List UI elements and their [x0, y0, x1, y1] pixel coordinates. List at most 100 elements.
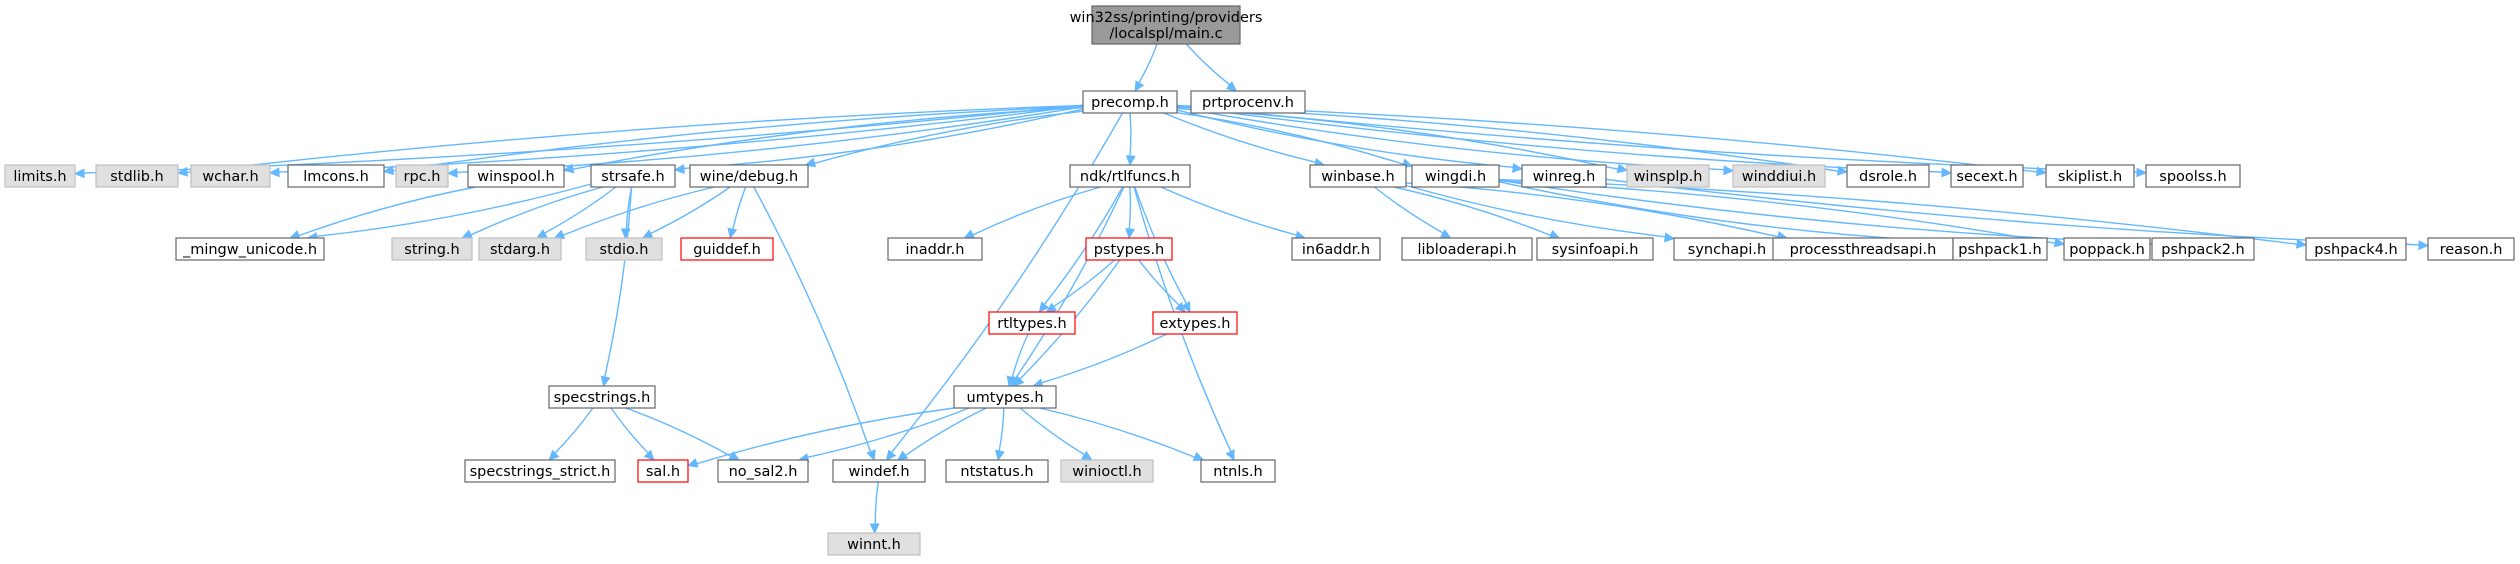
- arrowhead-umtypes-to-windef: [896, 450, 909, 461]
- node-box-ntstatus: [945, 459, 1049, 483]
- node-dsrole[interactable]: dsrole.h: [1846, 164, 1930, 188]
- node-mingw[interactable]: _mingw_unicode.h: [175, 237, 325, 261]
- node-winioctl[interactable]: winioctl.h: [1060, 459, 1154, 483]
- node-label-reason: reason.h: [2440, 242, 2503, 258]
- node-rpc[interactable]: rpc.h: [395, 164, 449, 188]
- node-rtltypes[interactable]: rtltypes.h: [988, 311, 1076, 335]
- node-rtlfuncs[interactable]: ndk/rtlfuncs.h: [1069, 164, 1191, 188]
- arrowhead-precomp-to-lmcons: [382, 165, 395, 176]
- node-label-stdio: stdio.h: [600, 242, 649, 258]
- node-label-limits: limits.h: [13, 169, 66, 185]
- node-box-prtprocenv: [1190, 90, 1306, 114]
- node-precomp[interactable]: precomp.h: [1082, 90, 1178, 114]
- edge-wingdi-to-pshpack4: [1498, 178, 2298, 245]
- node-winspool[interactable]: winspool.h: [467, 164, 565, 188]
- node-label-ntstatus: ntstatus.h: [960, 464, 1033, 480]
- node-winnt[interactable]: winnt.h: [827, 532, 921, 556]
- arrowhead-strsafe-to-stdarg: [535, 229, 548, 239]
- node-box-specstrings: [548, 385, 656, 409]
- edge-winreg-to-reason: [1605, 178, 2420, 246]
- arrowhead-precomp-to-winspool: [562, 163, 575, 174]
- node-label-winedebug: wine/debug.h: [700, 169, 798, 185]
- node-pstypes[interactable]: pstypes.h: [1085, 237, 1173, 261]
- node-box-skiplist: [2045, 164, 2135, 188]
- node-processthreadsapi[interactable]: processthreadsapi.h: [1772, 237, 1954, 261]
- node-skiplist[interactable]: skiplist.h: [2045, 164, 2135, 188]
- node-label-spoolss: spoolss.h: [2159, 169, 2226, 185]
- node-pshpack4[interactable]: pshpack4.h: [2305, 237, 2407, 261]
- node-sysinfoapi[interactable]: sysinfoapi.h: [1536, 237, 1654, 261]
- node-string[interactable]: string.h: [391, 237, 473, 261]
- node-wingdi[interactable]: wingdi.h: [1411, 164, 1500, 188]
- node-sal[interactable]: sal.h: [637, 459, 689, 483]
- node-pshpack2[interactable]: pshpack2.h: [2151, 237, 2255, 261]
- edge-precomp-to-winreg: [1176, 109, 1514, 169]
- arrowhead-precomp-to-windef: [885, 449, 897, 461]
- edge-precomp-to-secext: [1176, 105, 1943, 173]
- node-stdlib[interactable]: stdlib.h: [95, 164, 179, 188]
- node-strsafe[interactable]: strsafe.h: [590, 164, 676, 188]
- edge-winedebug-to-stdarg: [562, 186, 715, 236]
- node-secext[interactable]: secext.h: [1950, 164, 2024, 188]
- node-ntstatus[interactable]: ntstatus.h: [945, 459, 1049, 483]
- node-box-reason: [2427, 237, 2515, 261]
- node-label-synchapi: synchapi.h: [1688, 242, 1766, 258]
- arrowhead-rtlfuncs-to-inaddr: [963, 229, 976, 239]
- node-windef[interactable]: windef.h: [832, 459, 926, 483]
- arrowhead-specstrings-to-sal: [643, 449, 655, 461]
- arrowhead-precomp-to-strsafe: [673, 164, 685, 175]
- node-box-winreg: [1521, 164, 1607, 188]
- node-box-winioctl: [1060, 459, 1154, 483]
- edge-extypes-to-umtypes: [1041, 333, 1168, 384]
- node-box-mingw: [175, 237, 325, 261]
- node-in6addr[interactable]: in6addr.h: [1291, 237, 1381, 261]
- node-extypes[interactable]: extypes.h: [1152, 311, 1238, 335]
- node-label-string: string.h: [404, 242, 459, 258]
- node-label-nosal2: no_sal2.h: [729, 464, 798, 480]
- node-spoolss[interactable]: spoolss.h: [2145, 164, 2241, 188]
- node-pshpack1[interactable]: pshpack1.h: [1952, 237, 2048, 261]
- node-wchar[interactable]: wchar.h: [190, 164, 271, 188]
- node-winbase[interactable]: winbase.h: [1309, 164, 1407, 188]
- arrowhead-windef-to-winnt: [869, 523, 880, 535]
- arrowhead-precomp-to-rtlfuncs: [1125, 155, 1136, 167]
- node-synchapi[interactable]: synchapi.h: [1673, 237, 1781, 261]
- node-main[interactable]: win32ss/printing/providers/localspl/main…: [1070, 5, 1263, 45]
- node-box-wchar: [190, 164, 271, 188]
- node-box-ntnls: [1200, 459, 1276, 483]
- node-box-inaddr: [887, 237, 983, 261]
- arrowhead-precomp-to-rpc: [446, 167, 458, 178]
- node-lmcons[interactable]: lmcons.h: [287, 164, 385, 188]
- edge-umtypes-to-nosal2: [807, 407, 970, 459]
- node-limits[interactable]: limits.h: [4, 164, 76, 188]
- node-label-strsafe: strsafe.h: [601, 169, 664, 185]
- node-poppack[interactable]: poppack.h: [2063, 237, 2151, 261]
- node-winedebug[interactable]: wine/debug.h: [689, 164, 809, 188]
- node-ntnls[interactable]: ntnls.h: [1200, 459, 1276, 483]
- arrowhead-winbase-to-synchapi: [1663, 232, 1676, 243]
- node-stdio[interactable]: stdio.h: [585, 237, 663, 261]
- node-specstrings[interactable]: specstrings.h: [548, 385, 656, 409]
- node-label-specstrings: specstrings.h: [554, 390, 651, 406]
- node-nosal2[interactable]: no_sal2.h: [717, 459, 809, 483]
- node-winreg[interactable]: winreg.h: [1521, 164, 1607, 188]
- edge-winbase-to-libloaderapi: [1373, 186, 1444, 234]
- node-box-guiddef: [680, 237, 774, 261]
- node-inaddr[interactable]: inaddr.h: [887, 237, 983, 261]
- node-box-stdlib: [95, 164, 179, 188]
- node-umtypes[interactable]: umtypes.h: [953, 385, 1057, 409]
- node-label-winspool: winspool.h: [477, 169, 554, 185]
- node-libloaderapi[interactable]: libloaderapi.h: [1401, 237, 1533, 261]
- node-winsplp[interactable]: winsplp.h: [1626, 164, 1710, 188]
- edge-strsafe-to-specstrings: [604, 186, 633, 378]
- node-guiddef[interactable]: guiddef.h: [680, 237, 774, 261]
- node-stdarg[interactable]: stdarg.h: [478, 237, 562, 261]
- edge-main-to-precomp: [1138, 43, 1158, 84]
- arrowhead-umtypes-to-ntnls: [1192, 451, 1205, 462]
- arrowhead-precomp-to-stdlib: [176, 166, 189, 177]
- node-reason[interactable]: reason.h: [2427, 237, 2515, 261]
- node-prtprocenv[interactable]: prtprocenv.h: [1190, 90, 1306, 114]
- node-specstrict[interactable]: specstrings_strict.h: [464, 459, 616, 483]
- node-winddiui[interactable]: winddiui.h: [1732, 164, 1826, 188]
- node-box-wingdi: [1411, 164, 1500, 188]
